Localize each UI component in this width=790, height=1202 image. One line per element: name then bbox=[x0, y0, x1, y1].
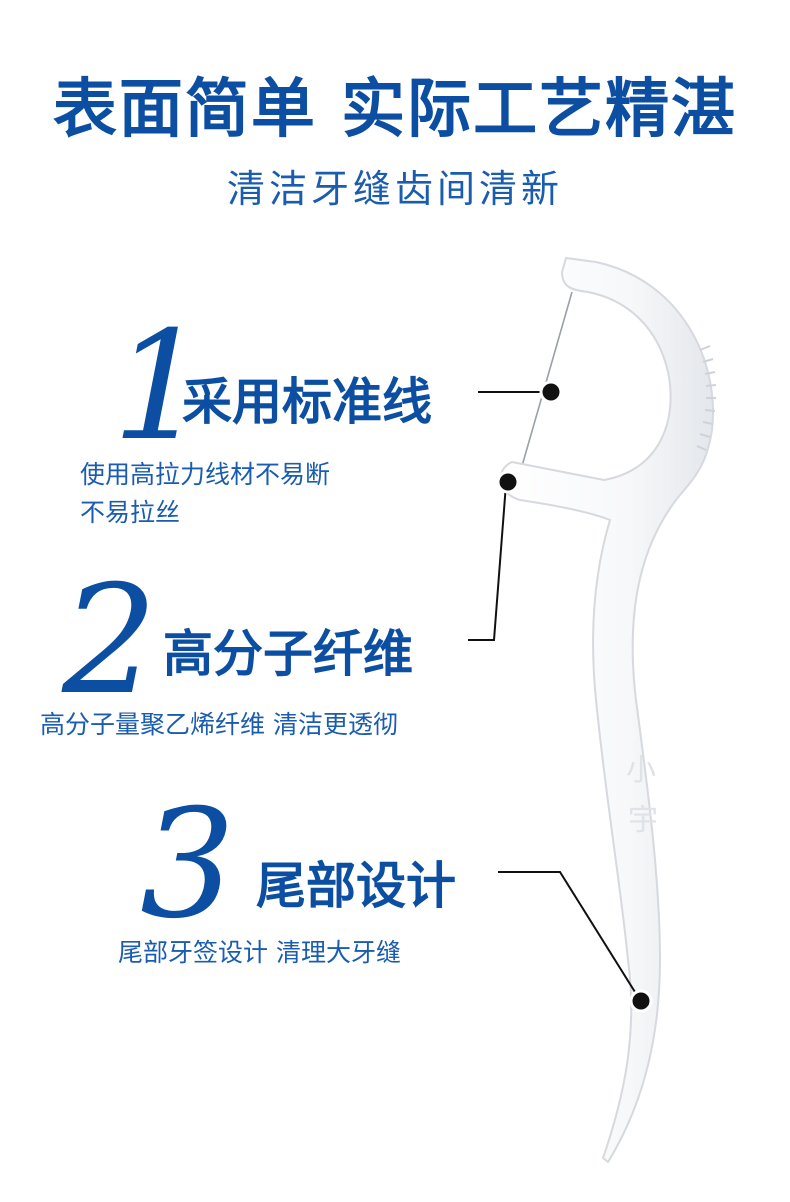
marker-dot-3 bbox=[629, 989, 653, 1013]
feature-2-number: 2 bbox=[62, 554, 158, 728]
feature-3-number: 3 bbox=[140, 778, 236, 952]
marker-dot-2 bbox=[496, 470, 520, 494]
feature-1-desc-line2: 不易拉丝 bbox=[80, 498, 181, 527]
feature-1-title: 采用标准线 bbox=[182, 373, 432, 431]
floss-thread bbox=[521, 291, 573, 467]
emboss-text-1: 小 bbox=[626, 753, 656, 788]
feature-1-number: 1 bbox=[112, 300, 208, 474]
emboss-text-2: 宇 bbox=[628, 803, 658, 838]
grip-ridges bbox=[696, 345, 717, 451]
feature-2-desc-line1: 高分子量聚乙烯纤维 清洁更透彻 bbox=[40, 710, 398, 739]
leader-line-2 bbox=[468, 483, 507, 641]
page-title: 表面简单 实际工艺精湛 bbox=[52, 73, 738, 147]
feature-1-desc-line1: 使用高拉力线材不易断 bbox=[80, 460, 331, 489]
feature-3-title: 尾部设计 bbox=[256, 857, 456, 915]
feature-2-title: 高分子纤维 bbox=[163, 625, 413, 683]
page-subtitle: 清洁牙缝齿间清新 bbox=[226, 167, 563, 211]
floss-pick-body bbox=[499, 257, 714, 1163]
feature-3-desc-line1: 尾部牙签设计 清理大牙缝 bbox=[118, 938, 401, 967]
marker-dot-1 bbox=[539, 380, 563, 404]
leader-line-3 bbox=[498, 871, 641, 1001]
